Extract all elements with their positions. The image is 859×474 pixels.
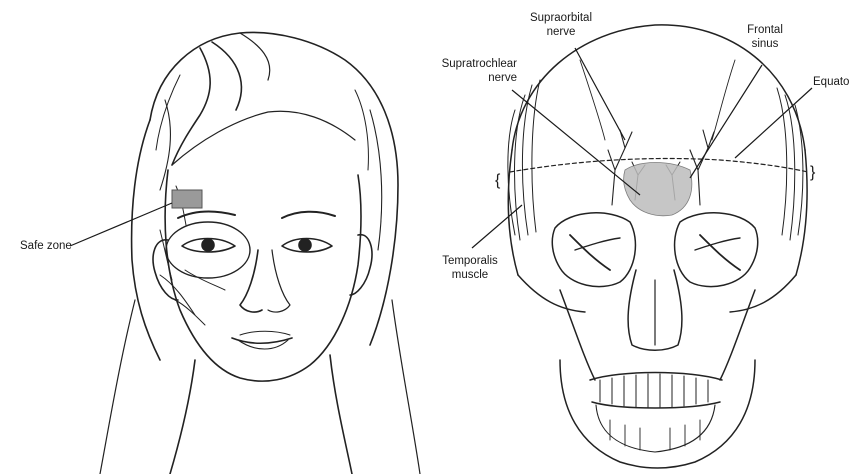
face-illustration — [100, 32, 420, 474]
equator-leader — [735, 88, 812, 158]
supraorbital-nerve-label: Supraorbital nerve — [506, 11, 616, 39]
equator-label: Equato — [813, 75, 849, 89]
frontal-sinus-leader — [690, 65, 762, 178]
frontal-sinus-shade — [624, 163, 692, 216]
safe-zone-label: Safe zone — [20, 239, 72, 253]
safe-zone-marker — [172, 190, 202, 208]
temporalis-leader — [472, 205, 522, 248]
temporalis-muscle-label: Temporalis muscle — [420, 254, 520, 282]
safe-zone-leader — [70, 203, 172, 246]
frontal-sinus-label: Frontal sinus — [730, 23, 800, 51]
supratrochlear-leader — [512, 90, 640, 195]
left-brace: { — [495, 174, 500, 188]
supraorbital-leader — [575, 48, 625, 140]
right-brace: } — [810, 166, 815, 180]
supratrochlear-nerve-label: Supratrochlear nerve — [405, 57, 517, 85]
skull-illustration — [508, 25, 808, 468]
